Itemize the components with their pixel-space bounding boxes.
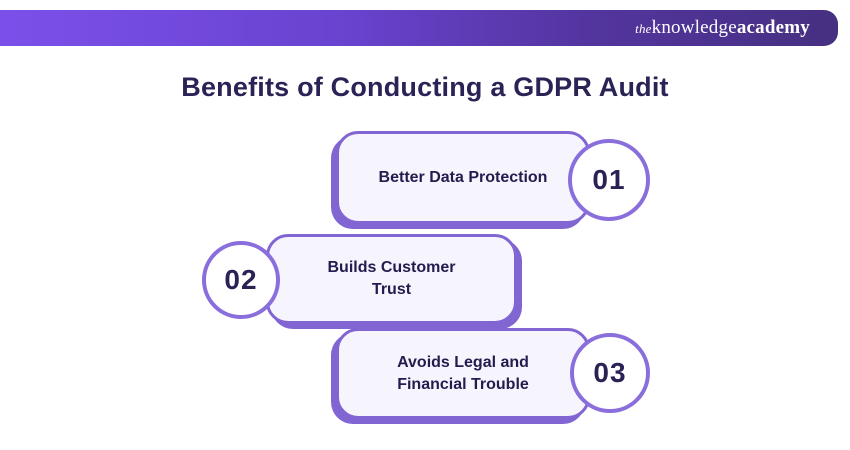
benefit-label-3: Avoids Legal and Financial Trouble [397,353,529,393]
knowledge-academy-logo: theknowledgeacademy [635,17,810,39]
benefit-number-circle-1: 01 [568,139,650,221]
benefit-label-2: Builds Customer Trust [327,259,456,298]
brand-bar: theknowledgeacademy [0,10,838,46]
benefit-box-1: Better Data Protection [336,131,590,224]
logo-the: the [635,21,652,36]
page-title: Benefits of Conducting a GDPR Audit [181,72,669,102]
benefit-box-2: Builds Customer Trust [266,234,517,324]
benefit-number-circle-3: 03 [570,333,650,413]
logo-academy: academy [736,17,810,38]
benefit-number-3: 03 [593,357,627,388]
benefit-number-1: 01 [592,164,626,195]
benefit-label-1: Better Data Protection [378,168,548,186]
benefit-number-circle-2: 02 [202,241,280,319]
benefit-box-3: Avoids Legal and Financial Trouble [336,328,590,419]
benefit-number-2: 02 [224,264,258,295]
logo-knowledge: knowledge [651,17,737,38]
